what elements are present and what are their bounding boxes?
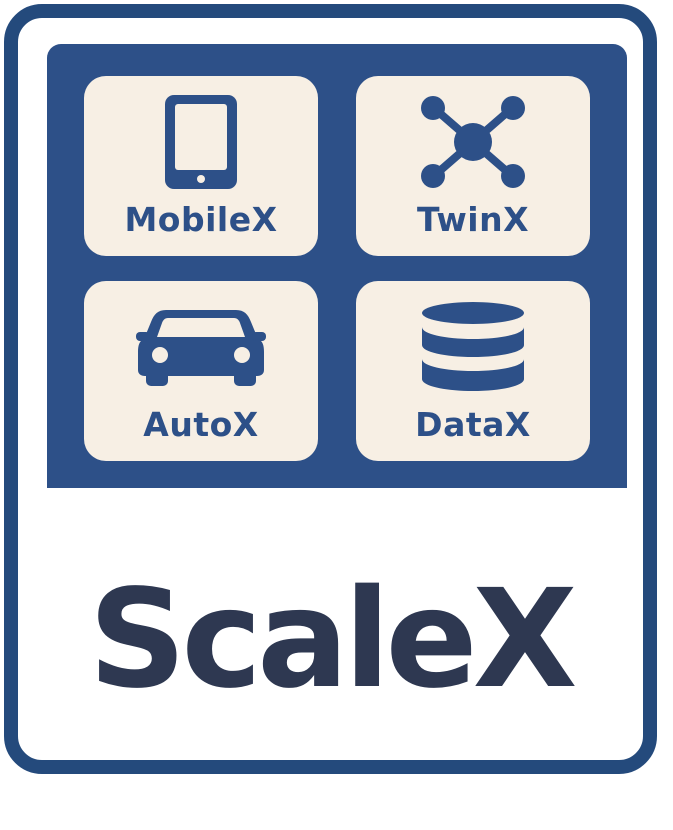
network-nodes-icon <box>421 96 525 188</box>
product-panel: MobileX TwinX <box>47 44 627 488</box>
database-icon <box>422 302 524 391</box>
tile-datax: DataX <box>356 281 590 461</box>
tile-mobilex: MobileX <box>84 76 318 256</box>
tile-twinx: TwinX <box>356 76 590 256</box>
tile-autox: AutoX <box>84 281 318 461</box>
tile-label: DataX <box>415 405 531 444</box>
brand-title: ScaleX <box>88 561 577 719</box>
car-icon <box>136 310 266 386</box>
tile-label: MobileX <box>124 200 278 239</box>
tile-label: AutoX <box>143 405 259 444</box>
tile-label: TwinX <box>416 200 530 239</box>
tablet-icon <box>165 95 237 189</box>
